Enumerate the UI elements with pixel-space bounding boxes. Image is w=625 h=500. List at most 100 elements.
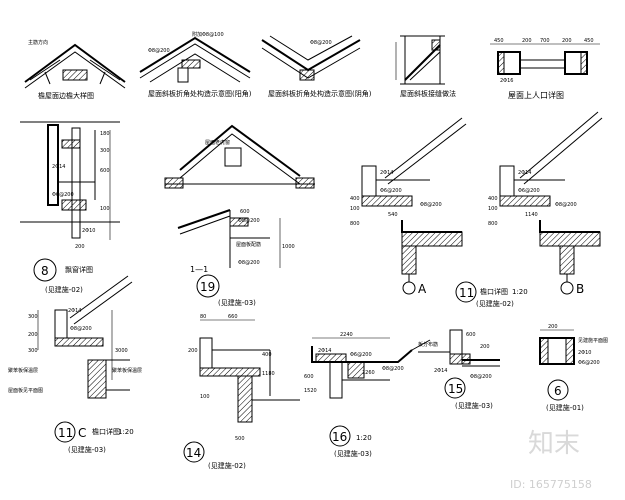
svg-text:Φ6@200: Φ6@200: [52, 192, 74, 198]
svg-text:500: 500: [235, 436, 245, 442]
d3-top-label: Φ8@200: [310, 40, 332, 46]
detail8-number: 8: [41, 264, 49, 278]
detail-11-caption: 11 檐口详图 1:20 (见建施-02): [455, 281, 528, 308]
svg-text:檐口详图: 檐口详图: [92, 427, 120, 436]
svg-text:Φ8@200: Φ8@200: [70, 326, 92, 332]
svg-text:(见建施-03): (见建施-03): [218, 298, 256, 307]
detail16-number: 16: [332, 430, 347, 444]
svg-text:660: 660: [228, 314, 238, 320]
svg-text:100: 100: [100, 206, 110, 212]
detail-eave-ridge: 主筋方向 檐屋面边檐大样图: [24, 39, 126, 100]
detail-11-axis-c: 2Φ14 300 200 300 3000 Φ8@200 聚苯板保温层 屋面板见…: [8, 275, 142, 454]
detail-11-axis-b: 2Φ14 Φ6@200 1140 400 100 800 Φ8@200 B: [488, 111, 603, 296]
svg-text:100: 100: [350, 206, 360, 212]
svg-text:(见建施-03): (见建施-03): [455, 401, 493, 410]
svg-text:Φ8@200: Φ8@200: [555, 202, 577, 208]
detail11c-number: 11: [58, 426, 73, 440]
svg-text:Φ6@200: Φ6@200: [380, 188, 402, 194]
svg-text:Φ8@200: Φ8@200: [470, 374, 492, 380]
svg-text:800: 800: [488, 221, 498, 227]
svg-text:1:20: 1:20: [512, 288, 528, 296]
detail15-number: 15: [448, 382, 463, 396]
svg-text:檐口详图: 檐口详图: [480, 287, 508, 296]
detail-roof-access: 450 200 700 200 450 2Φ16 屋面上人口详图: [490, 38, 600, 100]
svg-text:2Φ14: 2Φ14: [518, 170, 531, 176]
svg-text:2Φ14: 2Φ14: [68, 308, 81, 314]
detail-16: 2240 1260 600 1520 Φ6@200 2Φ14 Φ8@200 16…: [304, 332, 431, 458]
detail-6: 200 见建施平面图 2Φ10 Φ6@200 6 (见建施-01): [539, 324, 608, 412]
svg-text:2Φ14: 2Φ14: [434, 368, 447, 374]
detail-19-dormer: 屋面老虎窗 600 Φ8@200 Φ8@200 1000 屋面板配筋 1—1 1…: [164, 124, 315, 307]
detail11-number: 11: [459, 286, 474, 300]
svg-text:3000: 3000: [115, 348, 128, 354]
svg-text:1140: 1140: [525, 212, 538, 218]
svg-text:Φ8@200: Φ8@200: [238, 260, 260, 266]
svg-text:板分布筋: 板分布筋: [418, 341, 438, 348]
svg-text:见建施平面图: 见建施平面图: [578, 337, 608, 344]
svg-text:2240: 2240: [340, 332, 353, 338]
svg-text:600: 600: [240, 209, 250, 215]
svg-text:540: 540: [388, 212, 398, 218]
svg-text:1520: 1520: [304, 388, 317, 394]
svg-text:(见建施-02): (见建施-02): [208, 461, 246, 470]
svg-text:600: 600: [466, 332, 476, 338]
detail-8-bay-window: 180 300 600 100 200 2Φ14 Φ6@200 2Φ10 8 飘…: [20, 121, 120, 294]
svg-text:聚苯板保温层: 聚苯板保温层: [112, 367, 142, 374]
svg-text:1180: 1180: [262, 371, 275, 377]
svg-text:(见建施-02): (见建施-02): [476, 299, 514, 308]
svg-text:100: 100: [200, 394, 210, 400]
svg-text:2Φ10: 2Φ10: [578, 350, 591, 356]
detailA-axis: A: [418, 282, 427, 296]
svg-text:200: 200: [562, 38, 572, 44]
svg-text:600: 600: [100, 168, 110, 174]
svg-text:450: 450: [584, 38, 594, 44]
svg-text:200: 200: [28, 332, 38, 338]
svg-text:80: 80: [200, 314, 206, 320]
svg-text:300: 300: [28, 348, 38, 354]
detail19-section: 1—1: [190, 265, 208, 274]
watermark: 知末 ID: 165775158: [510, 429, 592, 491]
svg-text:Φ8@200: Φ8@200: [238, 218, 260, 224]
svg-text:2Φ14: 2Φ14: [380, 170, 393, 176]
detailB-axis: B: [576, 282, 584, 296]
detail14-number: 14: [186, 446, 201, 460]
svg-text:Φ6@200: Φ6@200: [518, 188, 540, 194]
svg-text:屋面老虎窗: 屋面老虎窗: [205, 139, 230, 146]
svg-text:2Φ14: 2Φ14: [52, 164, 65, 170]
d2-top-label: 附加Φ8@100: [192, 31, 224, 38]
detail-concave-corner: Φ8@200 屋面斜板折角处构造示意图(阴角): [261, 35, 372, 98]
d3-title: 屋面斜板折角处构造示意图(阴角): [268, 89, 372, 98]
d4-title: 屋面斜板接缝做法: [400, 89, 456, 98]
svg-text:聚苯板保温层: 聚苯板保温层: [8, 367, 38, 374]
detail-14: 80 660 200 400 1180 100 500 14 (见建施-02): [183, 314, 300, 470]
svg-text:Φ6@200: Φ6@200: [578, 360, 600, 366]
svg-text:600: 600: [304, 374, 314, 380]
svg-text:Φ8@200: Φ8@200: [382, 366, 404, 372]
detail-slab-joint: 屋面斜板接缝做法: [395, 35, 456, 98]
svg-text:200: 200: [480, 344, 490, 350]
detail6-number: 6: [554, 384, 562, 398]
svg-text:100: 100: [488, 206, 498, 212]
d2-title: 屋面斜板折角处构造示意图(阳角): [148, 89, 252, 98]
detail8-title: 飘窗详图: [65, 265, 93, 274]
svg-text:(见建施-03): (见建施-03): [68, 445, 106, 454]
svg-text:300: 300: [100, 148, 110, 154]
d5-title: 屋面上人口详图: [508, 90, 564, 100]
svg-text:(见建施-02): (见建施-02): [45, 285, 83, 294]
svg-text:200: 200: [522, 38, 532, 44]
svg-text:800: 800: [350, 221, 360, 227]
svg-text:屋面板配筋: 屋面板配筋: [236, 241, 261, 248]
svg-text:2Φ16: 2Φ16: [500, 78, 513, 84]
svg-text:2Φ10: 2Φ10: [82, 228, 95, 234]
detail19-number: 19: [200, 280, 215, 294]
svg-text:1000: 1000: [282, 244, 295, 250]
svg-text:(见建施-01): (见建施-01): [546, 403, 584, 412]
svg-text:1:20: 1:20: [118, 428, 134, 436]
detail-11-axis-a: 2Φ14 Φ6@200 540 400 100 800 Φ8@200 A: [350, 117, 467, 296]
svg-text:200: 200: [548, 324, 558, 330]
svg-text:屋面板见平面图: 屋面板见平面图: [8, 387, 43, 394]
watermark-logo: 知末: [528, 429, 580, 459]
svg-text:300: 300: [28, 314, 38, 320]
d1-top-label: 主筋方向: [28, 39, 48, 46]
